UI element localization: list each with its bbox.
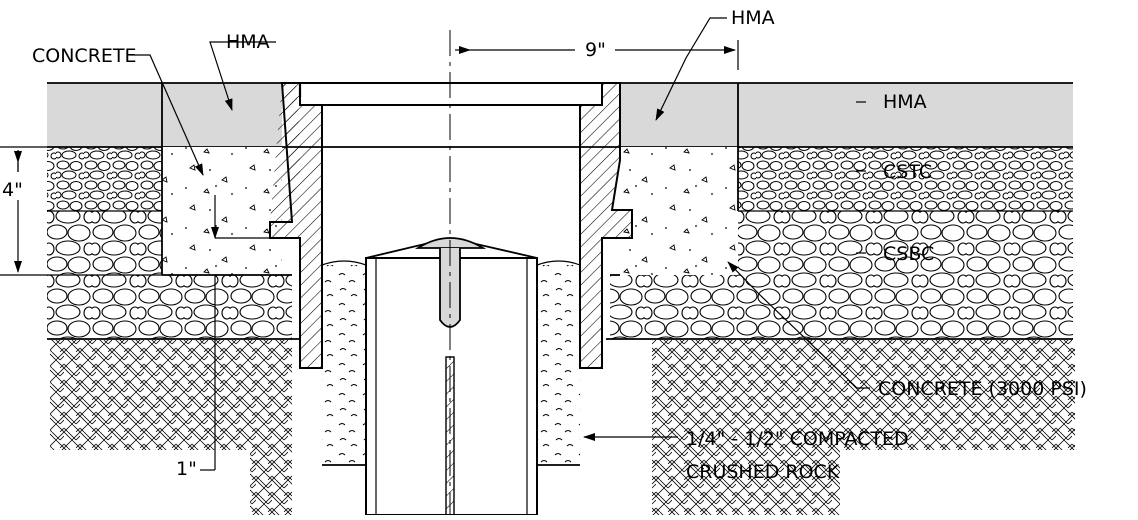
concrete-collar	[161, 83, 739, 276]
dimension-1-inch	[200, 195, 300, 471]
label-layer-cstc: CSTC	[883, 161, 932, 183]
label-hma-left: HMA	[226, 31, 270, 53]
label-crushed-rock-2: CRUSHED ROCK	[686, 461, 840, 483]
label-concrete-top: CONCRETE	[32, 45, 137, 67]
sleeve-walls	[269, 82, 633, 369]
label-concrete-3000: CONCRETE (3000 PSI)	[878, 378, 1087, 400]
dim-4-label: 4"	[2, 179, 23, 201]
label-layer-hma: HMA	[883, 91, 927, 113]
bollard-post	[365, 237, 538, 516]
dim-1-label: 1"	[176, 458, 197, 480]
hma-layer	[47, 82, 1073, 148]
dim-9-label: 9"	[585, 39, 606, 61]
crushed-rock-fill	[321, 260, 581, 466]
dimension-9-inch	[455, 40, 739, 70]
label-crushed-rock-1: 1/4" - 1/2" COMPACTED	[686, 428, 909, 450]
dimension-4-inch	[0, 146, 162, 276]
label-hma-top-right: HMA	[731, 7, 775, 29]
leader-lines	[130, 17, 870, 441]
label-layer-csbc: CSBC	[883, 243, 934, 265]
